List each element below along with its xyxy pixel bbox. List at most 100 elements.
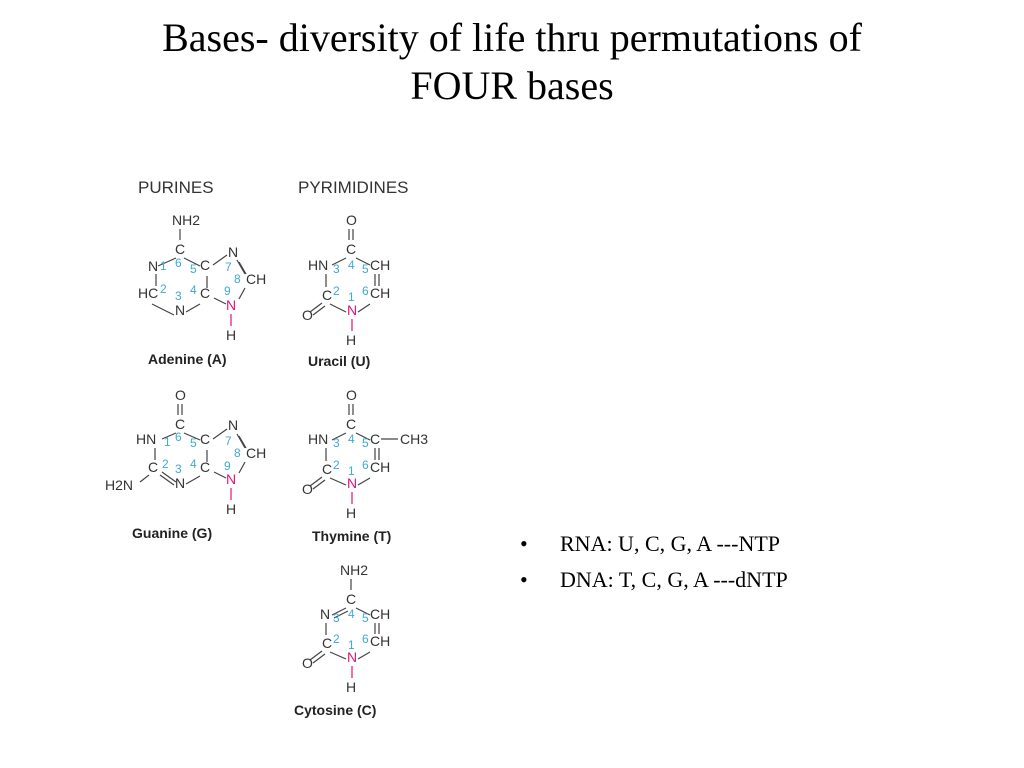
cytosine-label: Cytosine (C) — [294, 702, 376, 718]
adenine-label: Adenine (A) — [148, 351, 227, 367]
bullet-text-rna: RNA: U, C, G, A ---NTP — [560, 531, 781, 556]
cytosine-num-1: 1 — [348, 638, 355, 652]
uracil-structure: O C HN CH C CH O N H 3 4 5 6 1 2 Uracil … — [302, 212, 390, 369]
uracil-num-4: 4 — [348, 258, 355, 272]
uracil-h1: H — [346, 332, 356, 348]
uracil-o4: O — [346, 212, 357, 228]
guanine-num-8: 8 — [234, 446, 241, 460]
adenine-h9: H — [226, 327, 236, 343]
guanine-n7: N — [228, 417, 238, 433]
adenine-num-6: 6 — [175, 256, 182, 270]
uracil-label: Uracil (U) — [308, 353, 370, 369]
guanine-num-9: 9 — [224, 459, 231, 473]
bullet-text-dna: DNA: T, C, G, A ---dNTP — [560, 567, 788, 592]
thymine-c2: C — [322, 461, 332, 477]
thymine-num-5: 5 — [362, 436, 369, 450]
thymine-num-1: 1 — [348, 464, 355, 478]
cytosine-c2: C — [322, 635, 332, 651]
bullet-item-rna: • RNA: U, C, G, A ---NTP — [520, 530, 788, 566]
uracil-num-5: 5 — [362, 262, 369, 276]
adenine-c5: C — [200, 257, 210, 273]
uracil-num-1: 1 — [348, 290, 355, 304]
guanine-num-3: 3 — [175, 462, 182, 476]
bullet-list: • RNA: U, C, G, A ---NTP • DNA: T, C, G,… — [520, 530, 788, 602]
adenine-num-4: 4 — [190, 283, 197, 297]
thymine-num-3: 3 — [333, 436, 340, 450]
bullet-marker: • — [520, 567, 528, 592]
guanine-num-7: 7 — [225, 434, 232, 448]
guanine-n9: N — [226, 471, 236, 487]
guanine-n3: N — [175, 475, 185, 491]
thymine-h1: H — [346, 505, 356, 521]
guanine-hn1: HN — [136, 431, 156, 447]
uracil-n1: N — [347, 302, 357, 318]
cytosine-c4: C — [346, 591, 356, 607]
guanine-o6: O — [175, 387, 186, 403]
adenine-num-3: 3 — [175, 289, 182, 303]
adenine-nh2: NH2 — [172, 212, 200, 228]
guanine-c5: C — [200, 431, 210, 447]
uracil-c2: C — [322, 287, 332, 303]
guanine-h2n: H2N — [105, 477, 133, 493]
adenine-n9: N — [226, 297, 236, 313]
cytosine-num-5: 5 — [362, 611, 369, 625]
adenine-ch8: CH — [246, 271, 266, 287]
adenine-c4: C — [200, 285, 210, 301]
cytosine-ch6: CH — [370, 633, 390, 649]
guanine-num-4: 4 — [190, 457, 197, 471]
bullet-item-dna: • DNA: T, C, G, A ---dNTP — [520, 566, 788, 602]
thymine-num-6: 6 — [362, 458, 369, 472]
thymine-c5: C — [370, 431, 380, 447]
cytosine-num-3: 3 — [333, 611, 340, 625]
uracil-num-6: 6 — [362, 284, 369, 298]
uracil-num-3: 3 — [333, 262, 340, 276]
cytosine-num-2: 2 — [333, 632, 340, 646]
adenine-num-8: 8 — [234, 272, 241, 286]
thymine-hn3: HN — [308, 431, 328, 447]
cytosine-h1: H — [346, 679, 356, 695]
adenine-c6: C — [175, 241, 185, 257]
guanine-c6: C — [175, 416, 185, 432]
thymine-o2: O — [302, 481, 313, 497]
guanine-c4: C — [200, 459, 210, 475]
thymine-ch6: CH — [370, 459, 390, 475]
title-line-1: Bases- diversity of life thru permutatio… — [162, 15, 862, 60]
cytosine-num-4: 4 — [348, 607, 355, 621]
guanine-h9: H — [226, 501, 236, 517]
adenine-hc2: HC — [138, 285, 158, 301]
cytosine-nh2: NH2 — [340, 562, 368, 578]
nucleobase-structures-figure: PURINES PYRIMIDINES NH2 C N HC N C C N C… — [105, 178, 428, 718]
uracil-ch5: CH — [370, 257, 390, 273]
bullet-marker: • — [520, 531, 528, 556]
thymine-o4: O — [346, 387, 357, 403]
adenine-num-7: 7 — [225, 260, 232, 274]
purines-header: PURINES — [138, 178, 214, 197]
cytosine-ch5: CH — [370, 606, 390, 622]
adenine-n1: N — [148, 258, 158, 274]
thymine-num-2: 2 — [333, 458, 340, 472]
thymine-n1: N — [347, 475, 357, 491]
adenine-num-1: 1 — [160, 259, 167, 273]
thymine-num-4: 4 — [348, 432, 355, 446]
guanine-num-2: 2 — [162, 457, 169, 471]
adenine-num-9: 9 — [224, 284, 231, 298]
pyrimidines-header: PYRIMIDINES — [298, 178, 409, 197]
guanine-num-6: 6 — [175, 430, 182, 444]
thymine-label: Thymine (T) — [312, 528, 391, 544]
cytosine-structure: NH2 C N CH C CH O N H 3 4 5 6 1 2 Cytosi… — [294, 562, 390, 718]
cytosine-n1: N — [347, 649, 357, 665]
adenine-structure: NH2 C N HC N C C N CH N H 1 2 3 4 5 6 7 … — [138, 212, 266, 367]
thymine-ch3: CH3 — [400, 431, 428, 447]
thymine-structure: O C HN C CH3 C CH O N H 3 4 5 6 1 2 Thym… — [302, 387, 428, 544]
uracil-hn3: HN — [308, 257, 328, 273]
title-line-2: FOUR bases — [410, 63, 614, 108]
adenine-n3: N — [175, 302, 185, 318]
uracil-o2: O — [302, 307, 313, 323]
guanine-num-1: 1 — [164, 435, 171, 449]
adenine-n7: N — [228, 244, 238, 260]
uracil-ch6: CH — [370, 285, 390, 301]
adenine-num-2: 2 — [160, 282, 167, 296]
uracil-num-2: 2 — [333, 284, 340, 298]
uracil-c4: C — [346, 241, 356, 257]
guanine-c2: C — [148, 459, 158, 475]
